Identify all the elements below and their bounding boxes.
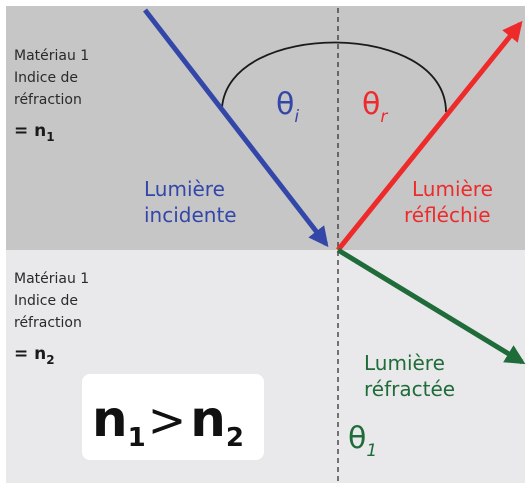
formula-box: [82, 374, 264, 460]
theta-reflected: θr: [362, 87, 388, 127]
incident-label-line2: incidente: [144, 203, 237, 227]
bottom-medium-line3: réfraction: [14, 315, 82, 331]
theta-refracted-symbol: θ: [348, 421, 366, 456]
top-medium-line2: Indice de: [14, 70, 78, 86]
top-medium-sub: 1: [46, 130, 54, 144]
refracted-ray: [336, 247, 526, 365]
top-medium-index: = n1: [14, 121, 55, 144]
top-medium-line1: Matériau 1: [14, 48, 89, 64]
top-medium-line3: réfraction: [14, 92, 82, 108]
formula: n1>n2: [92, 390, 244, 453]
formula-operator: >: [148, 393, 187, 447]
bottom-medium-sub: 2: [46, 353, 54, 367]
theta-refracted-sub: 1: [366, 441, 377, 461]
bottom-medium-index: = n2: [14, 344, 55, 367]
reflected-label-line2: réfléchie: [404, 203, 491, 227]
formula-n2-sub: 2: [226, 423, 244, 453]
incident-ray: [143, 8, 329, 248]
theta-incident-symbol: θ: [276, 87, 294, 122]
formula-n1: n: [92, 390, 128, 448]
bottom-medium-eq-prefix: =: [14, 344, 34, 364]
bottom-medium-line1: Matériau 1: [14, 271, 89, 287]
formula-n2: n: [190, 390, 226, 448]
refracted-label-line1: Lumière: [364, 351, 445, 375]
bottom-medium-line2: Indice de: [14, 293, 78, 309]
refracted-label-line2: réfractée: [364, 377, 455, 401]
reflected-ray: [336, 20, 523, 252]
top-medium-n: n: [34, 121, 46, 141]
reflected-label-line1: Lumière: [412, 177, 493, 201]
theta-reflected-sub: r: [380, 107, 388, 127]
theta-reflected-symbol: θ: [362, 87, 380, 122]
angle-arc: [221, 41, 447, 113]
top-medium-eq-prefix: =: [14, 121, 34, 141]
theta-incident-sub: i: [294, 107, 299, 127]
theta-incident: θi: [276, 87, 299, 127]
formula-n1-sub: 1: [128, 423, 146, 453]
theta-refracted: θ1: [348, 421, 377, 461]
incident-label-line1: Lumière: [144, 177, 225, 201]
bottom-medium-n: n: [34, 344, 46, 364]
